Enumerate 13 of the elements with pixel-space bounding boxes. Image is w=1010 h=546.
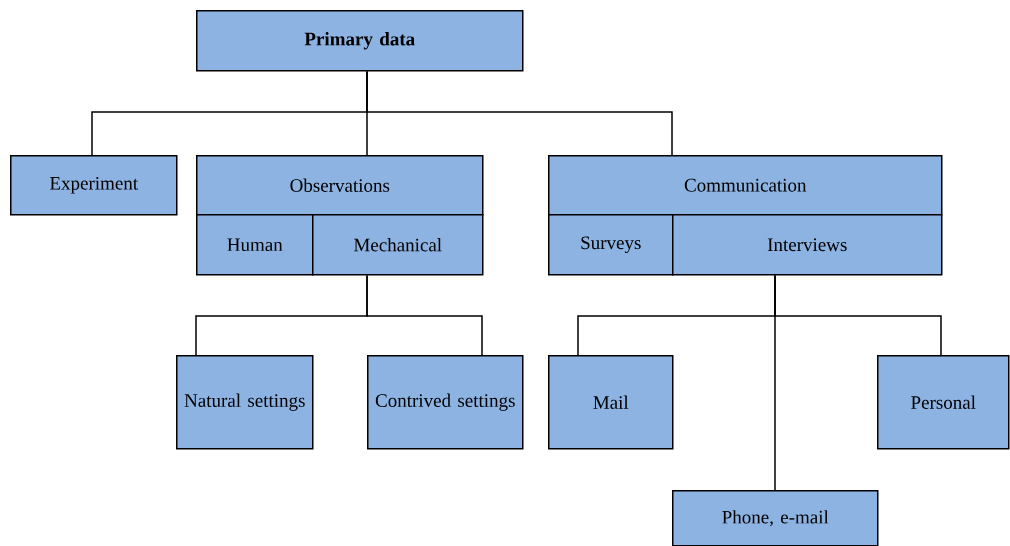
category-box: Phone, e-mail [672,490,879,546]
category-box: Surveys [548,214,674,276]
category-box: Primary data [196,10,524,72]
category-box: Contrived settings [367,355,524,450]
connector-line [366,70,673,156]
category-box: Personal [877,355,1010,450]
connector-line [774,274,776,491]
category-box: Natural settings [176,355,314,450]
category-box: Mechanical [312,214,484,276]
category-box: Experiment [10,155,178,216]
category-box: Mail [548,355,674,450]
connector-line [366,274,483,356]
category-box: Human [196,214,314,276]
